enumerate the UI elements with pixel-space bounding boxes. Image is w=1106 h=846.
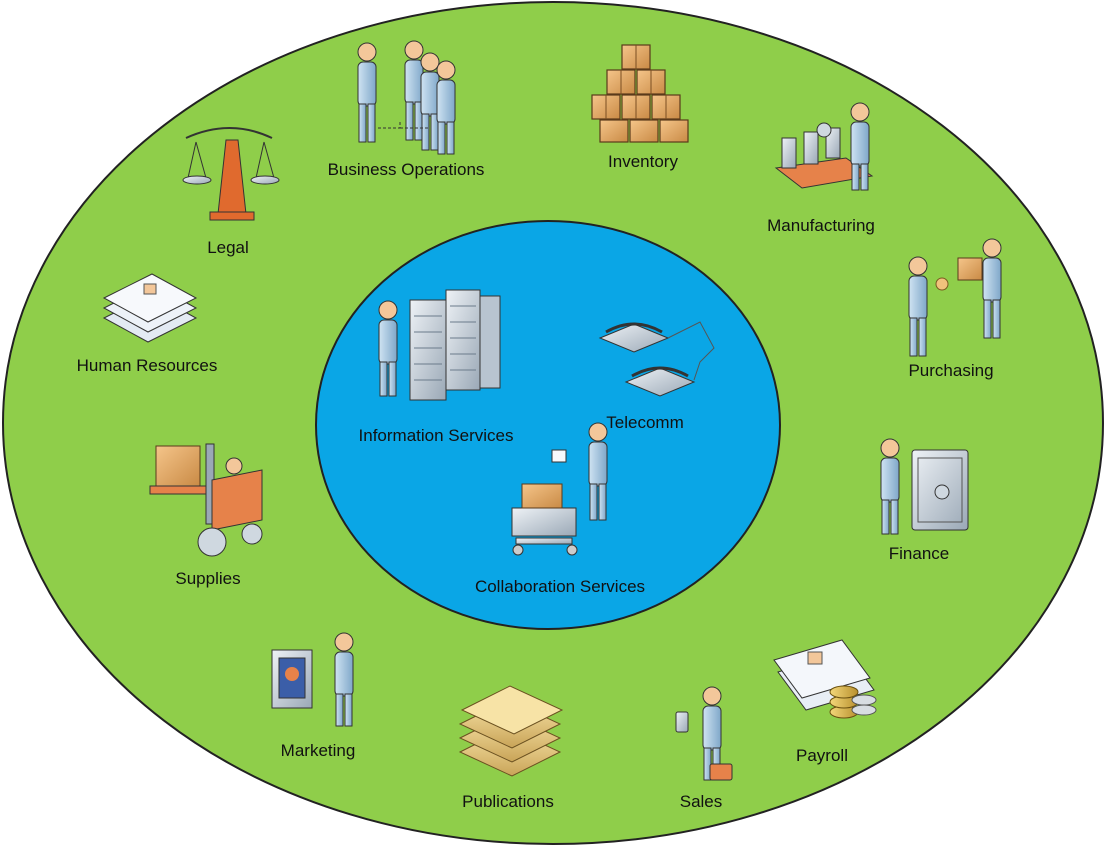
books-stack-icon <box>458 685 564 777</box>
label-finance: Finance <box>889 544 949 563</box>
label-inventory: Inventory <box>608 152 678 171</box>
label-publications: Publications <box>462 792 554 811</box>
label-sales: Sales <box>680 792 723 811</box>
inner-circle <box>315 220 781 630</box>
handshake-exchange-icon <box>908 238 1002 357</box>
label-business-operations: Business Operations <box>328 160 485 179</box>
label-human-resources: Human Resources <box>77 356 218 375</box>
safe-icon <box>880 438 969 535</box>
scales-icon <box>182 127 280 221</box>
people-group-icon <box>357 40 456 155</box>
mail-cart-icon <box>511 422 608 556</box>
telephone-icon <box>598 321 715 397</box>
label-information-services: Information Services <box>359 426 514 445</box>
presentation-icon <box>271 632 354 727</box>
server-rack-icon <box>378 289 501 401</box>
salesperson-briefcase-icon <box>675 686 733 781</box>
label-collaboration-services: Collaboration Services <box>475 577 645 596</box>
label-marketing: Marketing <box>281 741 356 760</box>
label-manufacturing: Manufacturing <box>767 216 875 235</box>
forklift-icon <box>149 443 263 557</box>
label-purchasing: Purchasing <box>908 361 993 380</box>
resume-stack-icon <box>102 273 198 343</box>
label-legal: Legal <box>207 238 249 257</box>
label-telecomm: Telecomm <box>606 413 683 432</box>
boxes-icon <box>591 44 689 143</box>
label-supplies: Supplies <box>175 569 240 588</box>
documents-coins-icon <box>773 639 877 719</box>
assembly-line-icon <box>774 102 874 191</box>
label-payroll: Payroll <box>796 746 848 765</box>
